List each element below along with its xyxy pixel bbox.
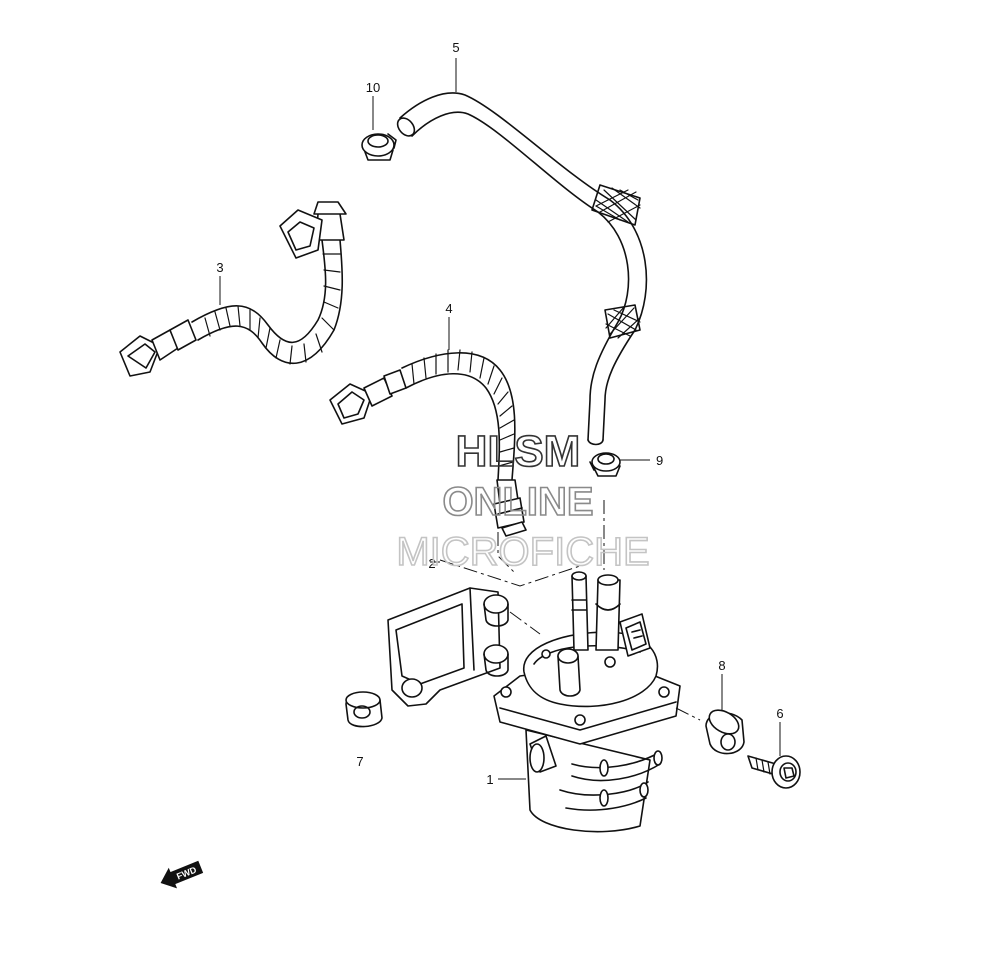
callout-4[interactable]: 4 xyxy=(445,301,452,316)
callouts: 5 10 3 4 9 2 8 6 7 1 xyxy=(216,40,783,787)
part-8-grommet[interactable] xyxy=(705,705,745,755)
part-5-fuel-hose[interactable] xyxy=(394,92,648,446)
callout-6[interactable]: 6 xyxy=(776,706,783,721)
leader-lines xyxy=(219,58,781,780)
callout-2[interactable]: 2 xyxy=(428,556,435,571)
part-9-hose-clamp[interactable] xyxy=(589,452,621,477)
callout-8[interactable]: 8 xyxy=(718,658,725,673)
callout-9[interactable]: 9 xyxy=(656,453,663,468)
fwd-arrow-icon: FWD xyxy=(160,860,204,889)
hose-braid-lower xyxy=(604,304,641,339)
callout-10[interactable]: 10 xyxy=(366,80,380,95)
callout-3[interactable]: 3 xyxy=(216,260,223,275)
part-10-hose-clamp[interactable] xyxy=(361,133,397,161)
callout-5[interactable]: 5 xyxy=(452,40,459,55)
hose-braid-upper xyxy=(591,184,641,226)
part-1-fuel-pump[interactable] xyxy=(493,571,681,833)
part-6-bolt[interactable] xyxy=(747,755,801,789)
part-2-bracket[interactable] xyxy=(387,587,509,707)
part-3-wiring-harness[interactable] xyxy=(119,201,347,377)
callout-7[interactable]: 7 xyxy=(356,754,363,769)
watermark-line-3: MICROFICHE xyxy=(396,530,649,574)
part-4-wiring-harness[interactable] xyxy=(329,349,527,537)
watermark: HLSM ONLINE MICROFICHE xyxy=(396,426,651,575)
watermark-line-1: HLSM xyxy=(456,427,581,476)
watermark-line-2: ONLINE xyxy=(442,480,593,524)
callout-1[interactable]: 1 xyxy=(486,772,493,787)
part-7-grommet[interactable] xyxy=(345,691,383,728)
